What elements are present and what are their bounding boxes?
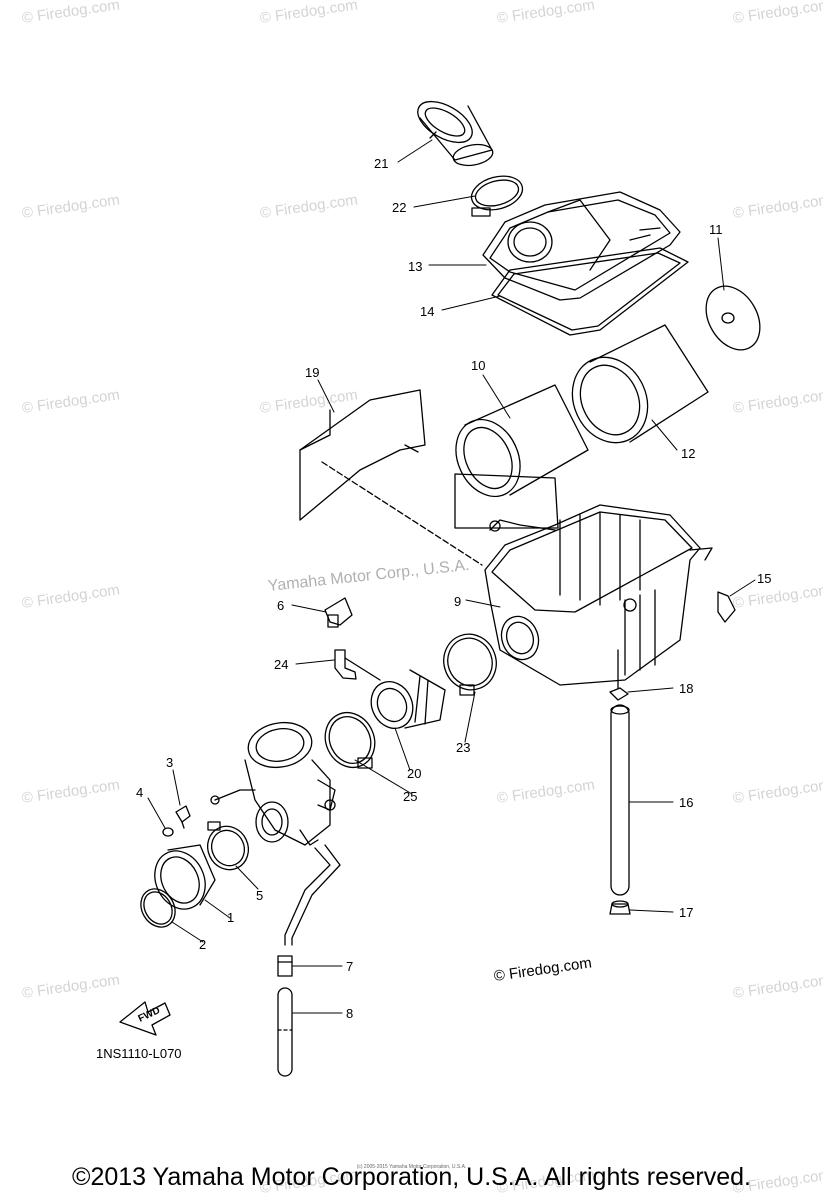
fwd-arrow [119,1001,171,1036]
drain-tube-16 [610,704,630,896]
clamp-22 [470,175,524,217]
part-label-1: 1 [227,910,235,925]
part-label-11: 11 [709,222,723,237]
part-label-5: 5 [256,888,264,903]
part-label-23: 23 [456,740,471,755]
diagram-code: 1NS1110-L070 [96,1046,182,1061]
part-label-13: 13 [408,259,423,274]
carburetor [210,721,341,946]
part-label-24: 24 [274,657,289,672]
part-label-3: 3 [166,755,174,770]
intake-duct-21 [417,100,494,167]
part-label-19: 19 [305,365,320,380]
screw-3 [175,805,191,829]
part-label-4: 4 [136,785,144,800]
part-label-16: 16 [679,795,694,810]
elbow-24 [334,649,381,681]
part-label-12: 12 [681,446,696,461]
clamp-5 [206,821,250,871]
part-label-10: 10 [471,358,486,373]
part-label-21: 21 [374,156,389,171]
clip-15 [717,591,736,623]
airbox-9 [484,504,713,686]
clamp-23 [443,633,497,696]
washer-4 [162,827,174,837]
part-label-9: 9 [454,594,462,609]
o-ring-2 [140,888,176,928]
small-copyright: (c) 2005-2015 Yamaha Motor Corporation, … [356,1164,467,1170]
part-label-8: 8 [346,1006,354,1021]
footer-copyright: ©2013 Yamaha Motor Corporation, U.S.A. A… [72,1163,751,1191]
filter-element-10 [454,384,589,529]
part-label-18: 18 [679,681,694,696]
cap-11 [705,285,761,351]
part-label-15: 15 [757,571,772,586]
part-label-7: 7 [346,959,354,974]
airbox-cover-13 [482,191,681,301]
heat-shield-19 [299,389,426,521]
cap-6 [324,597,353,628]
joint-20 [370,669,446,729]
part-label-14: 14 [420,304,435,319]
part-label-17: 17 [679,905,694,920]
part-label-2: 2 [199,937,207,952]
hose-8 [277,987,293,1077]
part-label-25: 25 [403,789,418,804]
clamp-25 [324,712,376,769]
plug-17 [609,900,631,915]
part-label-22: 22 [392,200,407,215]
part-label-20: 20 [407,766,422,781]
fitting-7 [277,955,293,977]
foam-element-12 [571,324,709,444]
clip-18 [609,649,629,701]
manifold-1 [154,844,216,910]
gasket-14 [491,247,689,336]
part-label-6: 6 [277,598,285,613]
